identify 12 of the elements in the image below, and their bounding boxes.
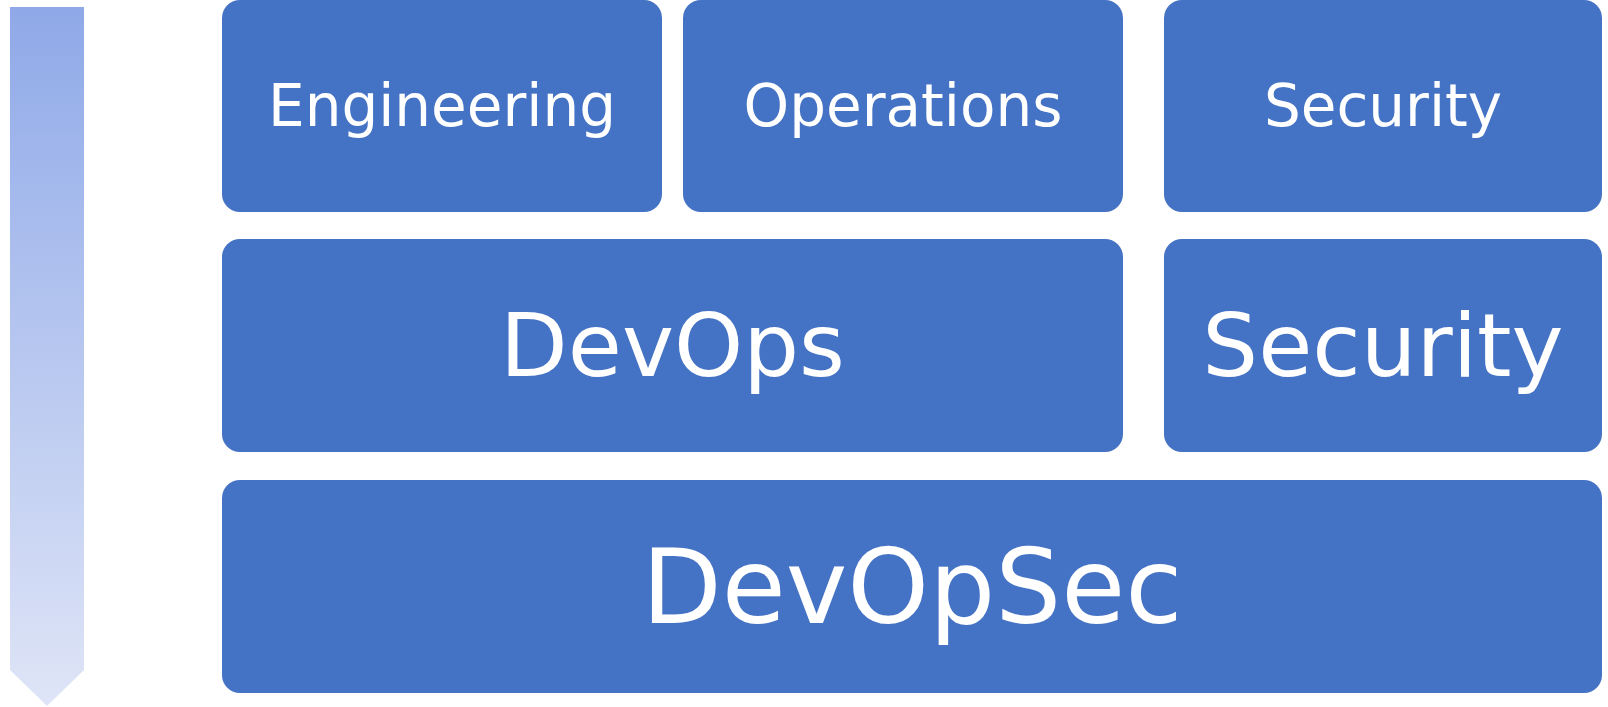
block-label: Engineering (268, 72, 616, 140)
block-label: Security (1263, 72, 1503, 140)
block-box (1164, 239, 1602, 452)
block-box (222, 239, 1123, 452)
block-box (222, 480, 1602, 693)
block-label: Security (1202, 294, 1564, 397)
block-label: Operations (743, 72, 1063, 140)
block-label: DevOpSec (641, 525, 1183, 648)
block-label: DevOps (500, 294, 845, 397)
block-box (683, 0, 1123, 212)
block-box (1164, 0, 1602, 212)
block-box (222, 0, 662, 212)
